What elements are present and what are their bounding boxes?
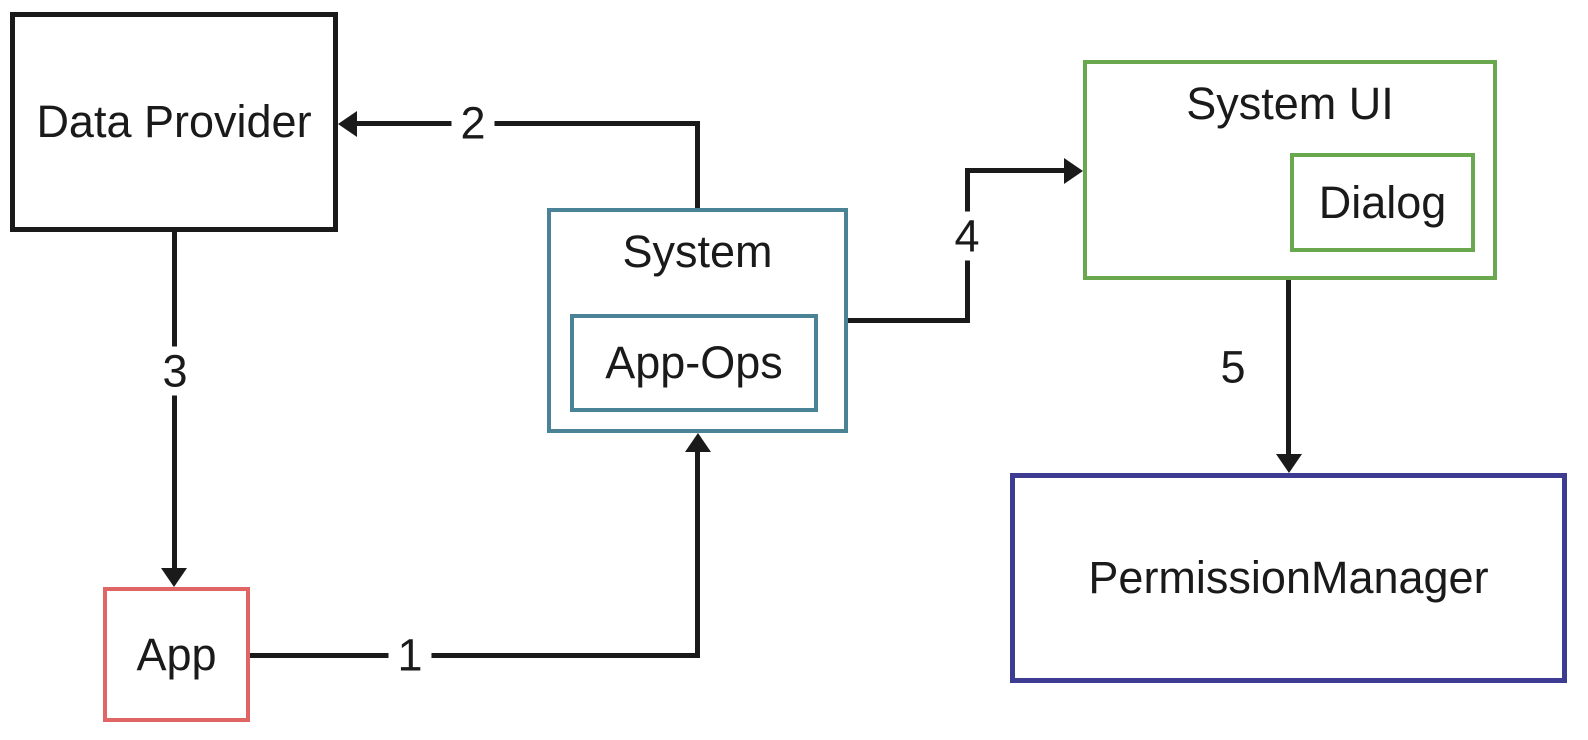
edge5-arrowhead-down-icon (1276, 454, 1302, 473)
node-dialog-label: Dialog (1318, 176, 1447, 228)
edge-label-2: 2 (451, 98, 495, 148)
edge2-arrowhead-left-icon (338, 111, 357, 137)
node-permission-manager-label: PermissionManager (1088, 552, 1489, 603)
node-data-provider-label: Data Provider (36, 96, 312, 147)
node-system-ui-label: System UI (1186, 78, 1394, 129)
edge3-arrowhead-down-icon (161, 568, 187, 587)
edge-label-3: 3 (153, 346, 197, 396)
node-dialog: Dialog (1290, 153, 1475, 252)
edge4-arrowhead-right-icon (1064, 158, 1083, 184)
edge-label-1: 1 (388, 630, 432, 680)
edge4-lower-horizontal-line (846, 318, 970, 323)
node-permission-manager: PermissionManager (1010, 473, 1567, 683)
edge2-horizontal-line (352, 121, 700, 126)
node-app-label: App (136, 628, 217, 680)
edge1-horizontal-line (248, 653, 700, 658)
edge3-vertical-line (172, 230, 177, 573)
node-app-ops-label: App-Ops (605, 337, 783, 388)
edge4-upper-horizontal-line (965, 168, 1068, 173)
node-app: App (103, 587, 250, 722)
node-data-provider: Data Provider (10, 12, 338, 232)
node-system: System App-Ops (547, 208, 848, 433)
node-system-ui: System UI Dialog (1083, 60, 1497, 280)
edge2-vertical-line (695, 121, 700, 212)
edge-label-5: 5 (1211, 342, 1255, 392)
node-system-label: System (622, 226, 773, 277)
edge5-vertical-line (1286, 280, 1291, 458)
edge-label-4: 4 (945, 211, 989, 261)
edge1-arrowhead-up-icon (685, 433, 711, 452)
node-app-ops: App-Ops (570, 314, 818, 412)
edge1-vertical-line (695, 445, 700, 658)
